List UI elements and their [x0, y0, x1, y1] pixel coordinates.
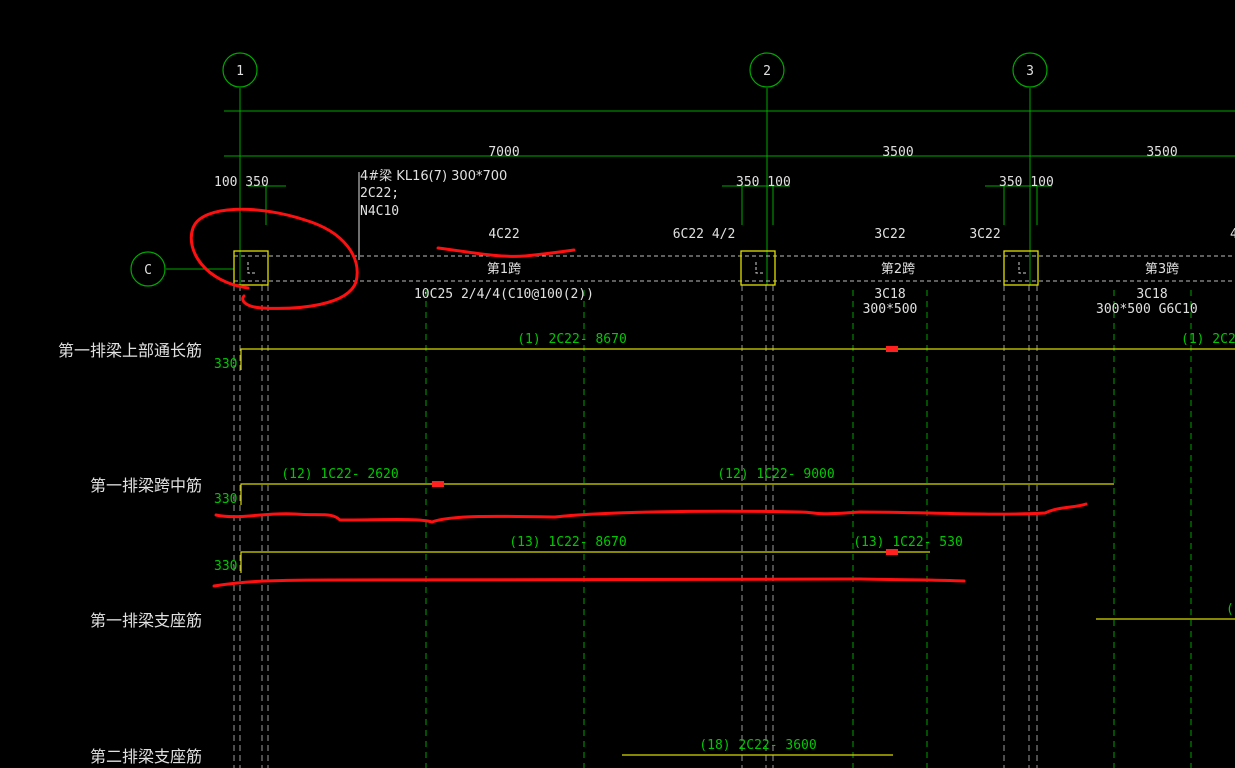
- markup-circle: [189, 207, 359, 310]
- beam-annotations: 4#梁 KL16(7) 300*700 2C22; N4C10 4C22 6C2…: [360, 169, 1235, 317]
- column-axis-1[interactable]: [233, 250, 269, 286]
- markup-underline-middle: [214, 502, 1088, 524]
- beam-title: 4#梁 KL16(7) 300*700: [360, 169, 507, 184]
- rebar-1-anchor: 330: [214, 357, 237, 372]
- span-2-bottom: 3C18: [874, 287, 905, 302]
- column-axis-3[interactable]: [1003, 250, 1039, 286]
- span-1-bottom: 10C25 2/4/4(C10@100(2)): [414, 287, 594, 302]
- span-3-top: 4: [1230, 227, 1235, 242]
- offset-2-dimension: 350 100: [736, 175, 791, 190]
- svg-text:3: 3: [1026, 64, 1034, 79]
- rebar-12-anchor: 330: [214, 492, 237, 507]
- vertical-dashed-lines: [233, 285, 1038, 768]
- red-markup: [189, 207, 1088, 588]
- span-3-bottom: 3C18: [1136, 287, 1167, 302]
- span-2-top-right: 3C22: [969, 227, 1000, 242]
- rebar-13[interactable]: [240, 551, 930, 573]
- span-2-section: 300*500: [863, 302, 918, 317]
- column-inner-marks: [247, 262, 1027, 274]
- svg-text:1: 1: [236, 64, 244, 79]
- span-2-top-left: 3C22: [874, 227, 905, 242]
- splice-markers: [432, 346, 898, 555]
- axis-bubble-3[interactable]: 3: [1012, 52, 1048, 88]
- offset-1-dimension: 100 350: [214, 175, 269, 190]
- column-axis-2[interactable]: [740, 250, 776, 286]
- markup-underline-bottom: [212, 577, 966, 588]
- splice-marker: [886, 346, 898, 352]
- offset-3-dimension: 350 100: [999, 175, 1054, 190]
- span-1-dimension: 7000: [488, 145, 519, 160]
- splice-marker: [432, 481, 444, 487]
- row-3-label: 第一排梁支座筋: [90, 611, 202, 630]
- span-1-label: 第1跨: [487, 262, 521, 277]
- rebar-row3-label: (: [1226, 602, 1234, 617]
- rebar-12a-label: (12) 1C22- 2620: [281, 467, 398, 482]
- span-3-section: 300*500 G6C10: [1096, 302, 1198, 317]
- rebar-1-label-right: (1) 2C2: [1181, 332, 1235, 347]
- side-bars: N4C10: [360, 204, 399, 219]
- row-2-label: 第一排梁跨中筋: [90, 476, 202, 495]
- dimension-text: 7000 3500 3500 100 350 350 100 350 100: [214, 145, 1178, 190]
- rebar-lines[interactable]: [240, 348, 1235, 756]
- row-4-label: 第二排梁支座筋: [90, 747, 202, 766]
- row-1-label: 第一排梁上部通长筋: [58, 341, 202, 360]
- green-dashed-lines: [425, 290, 1192, 768]
- svg-text:2: 2: [763, 64, 771, 79]
- span-3-label: 第3跨: [1145, 262, 1179, 277]
- svg-text:C: C: [144, 263, 152, 278]
- span-2-dimension: 3500: [882, 145, 913, 160]
- rebar-12[interactable]: [240, 483, 1114, 505]
- markup-underline-top: [436, 246, 576, 258]
- rebar-1-label: (1) 2C22- 8670: [517, 332, 627, 347]
- axis-bubble-1[interactable]: 1: [222, 52, 258, 88]
- rebar-13a-label: (13) 1C22- 8670: [509, 535, 626, 550]
- splice-marker: [886, 549, 898, 555]
- span-1-top: 4C22: [488, 227, 519, 242]
- rebar-13b-label: (13) 1C22- 530: [853, 535, 963, 550]
- beam-outline: [234, 255, 1235, 282]
- support-2-top: 6C22 4/2: [673, 227, 736, 242]
- rebar-18-label: (18) 2C22- 3600: [699, 738, 816, 753]
- axis-bubble-c[interactable]: C: [130, 251, 166, 287]
- axis-bubble-2[interactable]: 2: [749, 52, 785, 88]
- span-2-label: 第2跨: [881, 262, 915, 277]
- columns[interactable]: [233, 250, 1039, 286]
- row-labels: 第一排梁上部通长筋 第一排梁跨中筋 第一排梁支座筋 第二排梁支座筋: [58, 341, 202, 766]
- axis-lines: [166, 88, 1235, 285]
- rebar-12b-label: (12) 1C22- 9000: [717, 467, 834, 482]
- rebar-1[interactable]: [240, 348, 1235, 370]
- rebar-labels: 330 (1) 2C22- 8670 (1) 2C2 330 (12) 1C22…: [214, 332, 1235, 753]
- top-through-bars: 2C22;: [360, 186, 399, 201]
- span-3-dimension: 3500: [1146, 145, 1177, 160]
- rebar-13-anchor: 330: [214, 559, 237, 574]
